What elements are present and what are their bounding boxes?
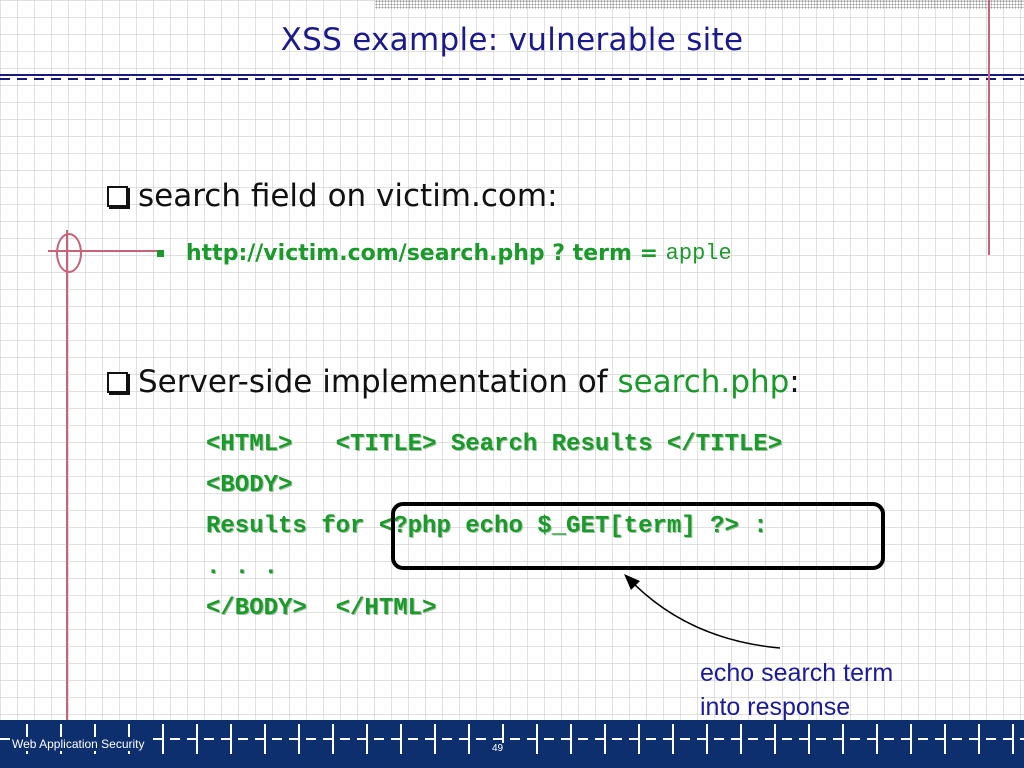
bullet-server-side: Server-side implementation of search.php… <box>107 364 800 400</box>
top-decoration <box>375 0 1024 9</box>
bullet-text: Server-side implementation of search.php… <box>138 364 800 400</box>
url-text: http://victim.com/search.php ? term = <box>186 241 666 266</box>
code-line: <HTML> <TITLE> Search Results </TITLE> <box>206 431 783 458</box>
margin-circle <box>56 233 82 273</box>
code-line: </BODY> </HTML> <box>206 595 437 622</box>
checkbox-bullet-icon <box>107 185 128 207</box>
annotation-text: echo search term into response <box>700 656 893 724</box>
checkbox-bullet-icon <box>107 371 128 393</box>
footer-dash <box>0 738 1024 740</box>
slide-title: XSS example: vulnerable site <box>280 22 744 58</box>
code-line: . . . <box>206 554 279 581</box>
footer-title: Web Application Security <box>10 737 147 751</box>
margin-line-horizontal <box>48 250 163 252</box>
bullet-suffix: : <box>789 364 800 400</box>
square-bullet-icon <box>157 250 164 257</box>
code-line: <BODY> <box>206 472 293 499</box>
page-number: 49 <box>490 743 506 754</box>
title-rule-dashed <box>0 78 1024 80</box>
bullet-text: search field on victim.com: <box>138 178 558 214</box>
sub-bullet-url: http://victim.com/search.php ? term = ap… <box>157 241 732 266</box>
title-rule <box>0 74 1024 76</box>
url-term-value: apple <box>665 241 732 266</box>
annotation-line: echo search term <box>700 659 894 687</box>
bullet-search-field: search field on victim.com: <box>107 178 558 214</box>
code-highlight-box <box>391 502 885 570</box>
code-line: Results for <?php echo $_GET[term] ?> : <box>206 513 768 540</box>
margin-line-left <box>66 230 68 730</box>
bullet-text-main: Server-side implementation of <box>138 364 618 400</box>
margin-line-right <box>988 0 990 255</box>
bullet-highlight: search.php <box>617 364 790 400</box>
annotation-line: into response <box>700 693 851 721</box>
